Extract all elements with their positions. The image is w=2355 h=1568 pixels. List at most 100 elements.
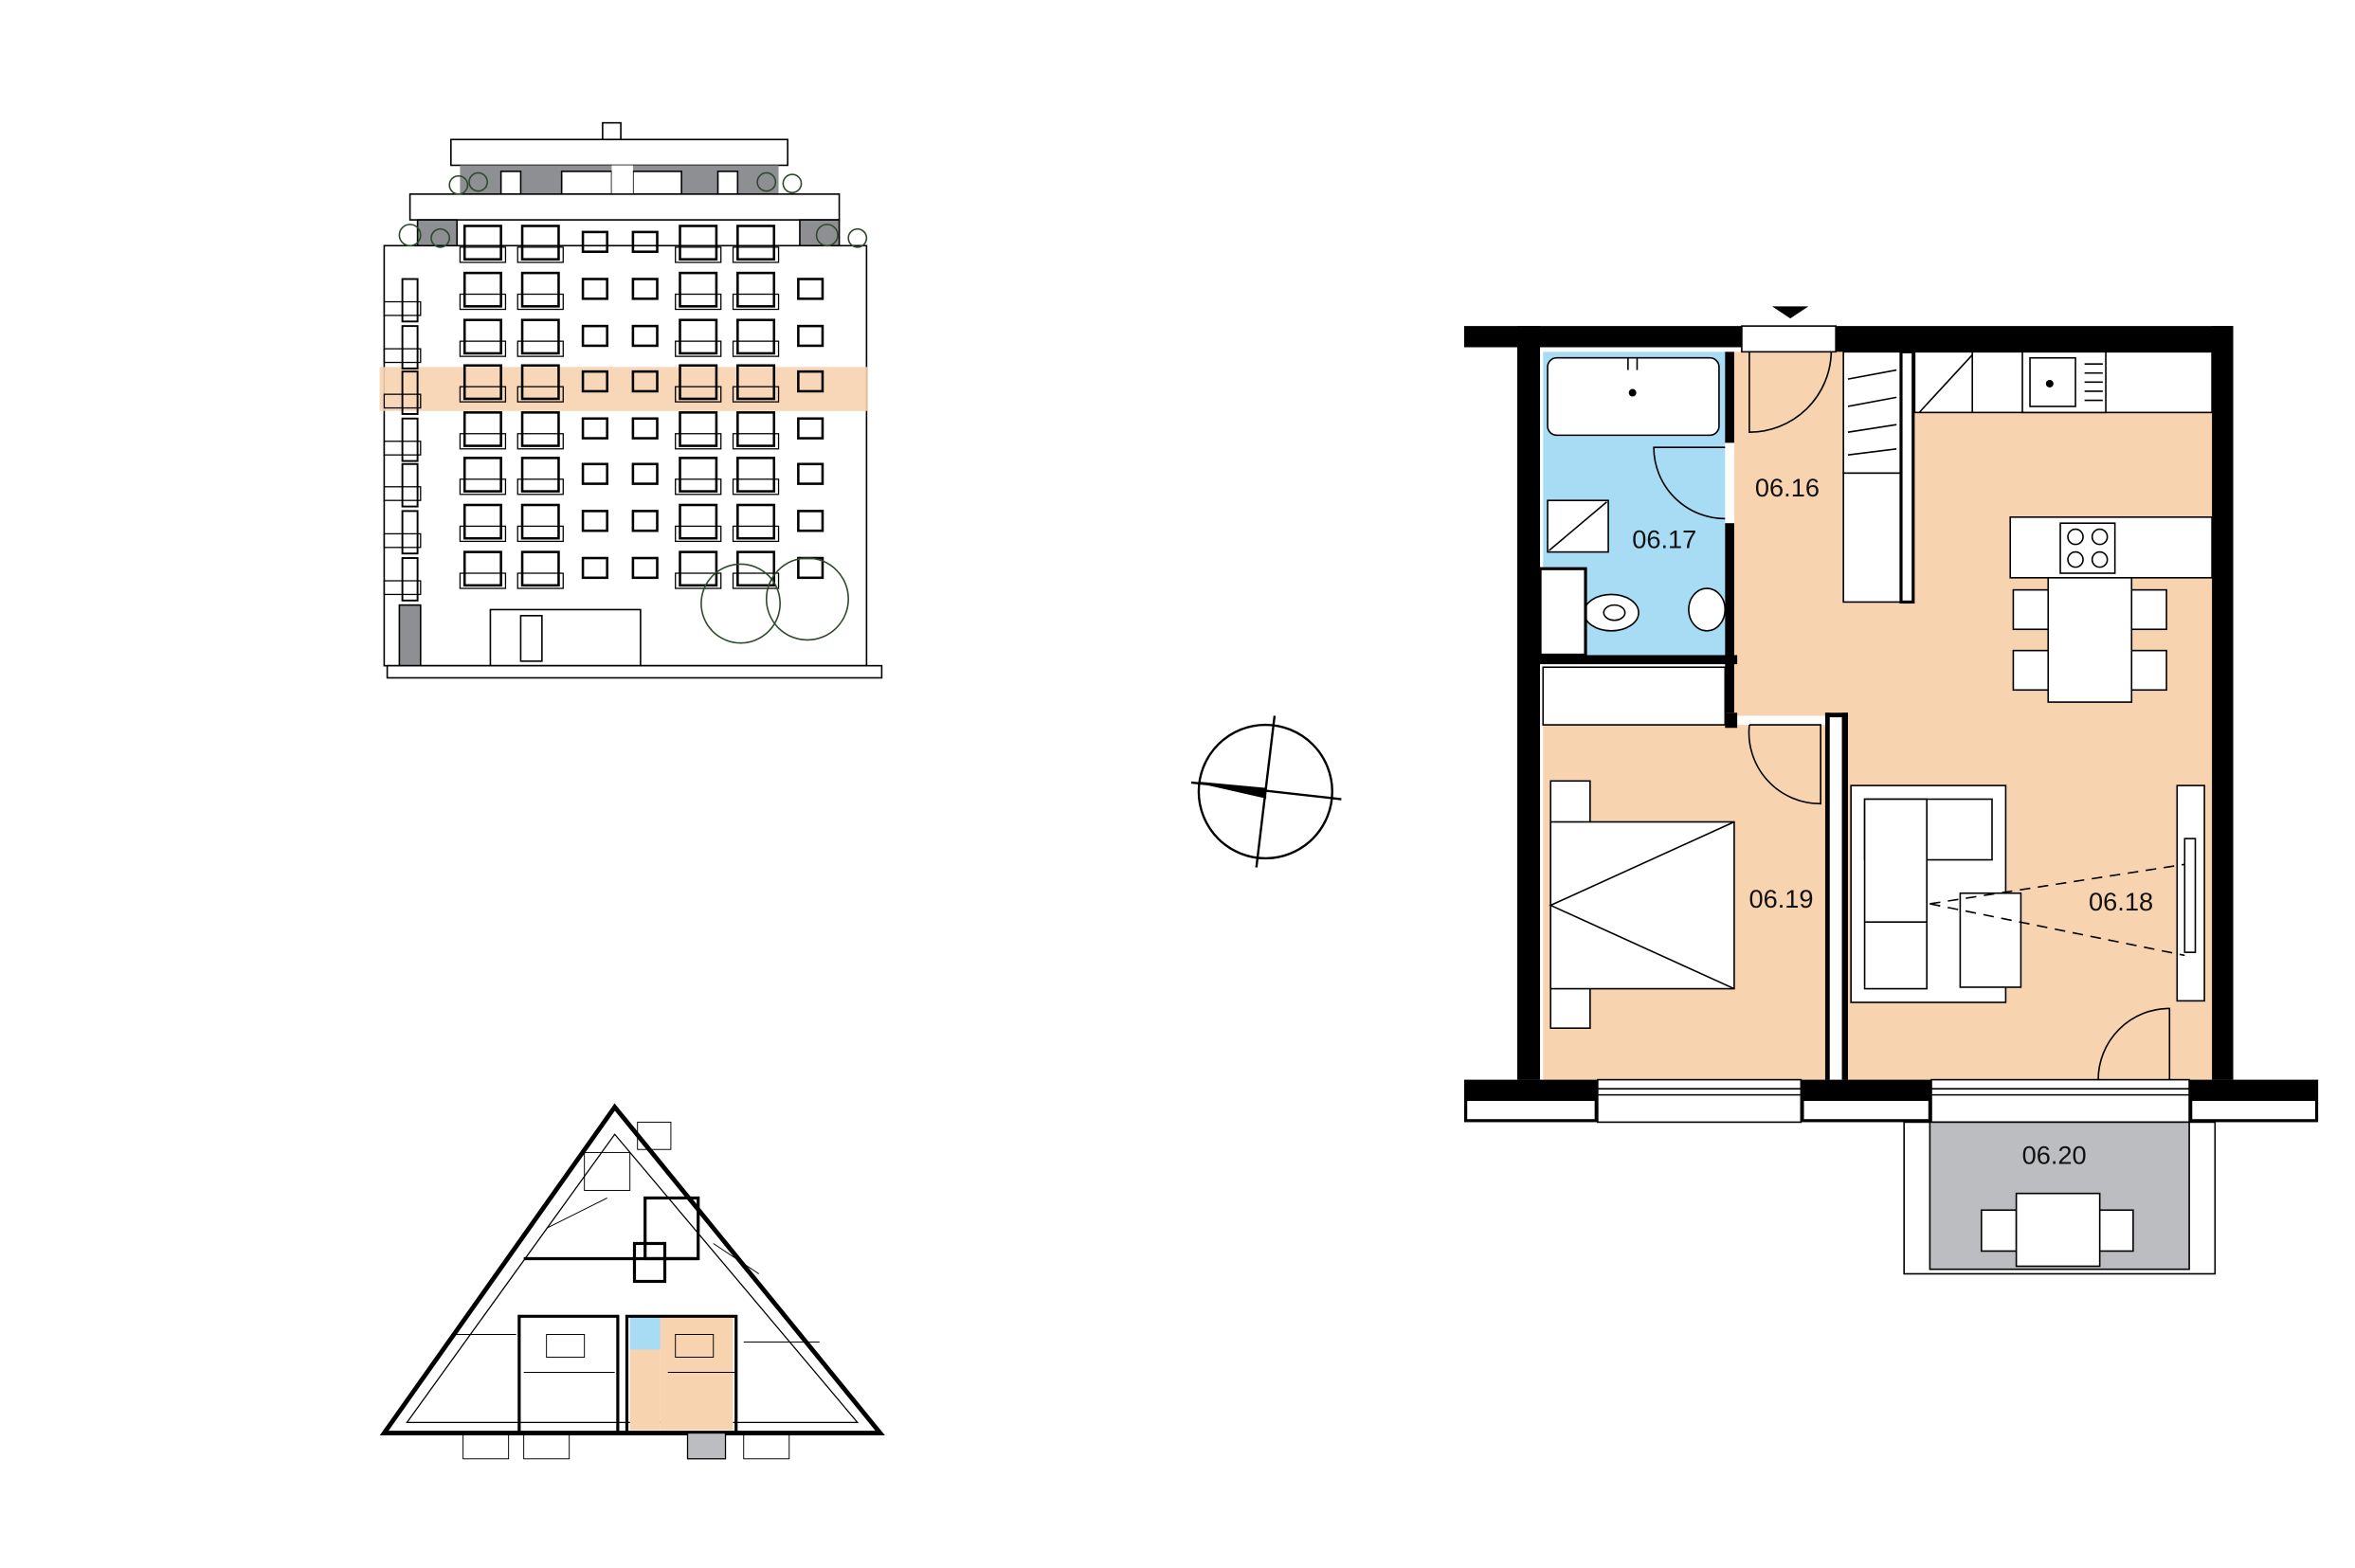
window — [736, 271, 776, 308]
room-label-06-16: 06.16 — [1755, 473, 1820, 502]
window — [631, 417, 659, 440]
window — [631, 230, 659, 253]
window — [732, 293, 780, 311]
window — [383, 441, 422, 456]
window — [679, 503, 718, 540]
window — [520, 318, 560, 355]
window — [581, 230, 608, 253]
window — [401, 370, 419, 415]
window — [679, 225, 718, 261]
window — [736, 550, 776, 587]
room-label-06-19: 06.19 — [1749, 884, 1814, 913]
window — [462, 271, 502, 308]
room-06-16-fill — [1733, 351, 1848, 716]
room-label-06-18: 06.18 — [2089, 887, 2153, 916]
window — [675, 246, 722, 263]
window — [679, 364, 718, 401]
window — [401, 510, 419, 555]
window — [732, 478, 780, 496]
window — [459, 478, 507, 496]
window — [520, 550, 560, 587]
window — [679, 318, 718, 355]
window — [736, 364, 776, 401]
window — [732, 433, 780, 450]
window — [516, 478, 564, 496]
window — [459, 293, 507, 311]
north-arrow-icon — [1190, 715, 1342, 868]
window — [462, 503, 502, 540]
window — [459, 340, 507, 357]
highlighted-floor-band — [379, 367, 868, 411]
window — [520, 364, 560, 401]
entrance-marker-icon — [1771, 306, 1809, 319]
window — [401, 278, 419, 323]
window — [520, 225, 560, 261]
window — [581, 462, 608, 485]
window — [462, 411, 502, 447]
window — [732, 525, 780, 543]
window — [675, 478, 722, 496]
window — [401, 462, 419, 508]
window — [383, 300, 422, 316]
window — [736, 411, 776, 447]
window — [383, 486, 422, 501]
window — [675, 572, 722, 589]
window — [581, 278, 608, 300]
window — [383, 348, 422, 364]
window — [459, 386, 507, 403]
window — [516, 433, 564, 450]
window — [679, 550, 718, 587]
building-elevation — [379, 121, 883, 679]
window — [797, 462, 824, 485]
window — [462, 457, 502, 493]
window — [516, 340, 564, 357]
building-key-plan — [379, 1103, 885, 1460]
window — [675, 525, 722, 543]
window — [581, 510, 608, 532]
window — [462, 364, 502, 401]
window — [462, 225, 502, 261]
window — [631, 462, 659, 485]
window — [520, 503, 560, 540]
window — [797, 510, 824, 532]
window — [797, 324, 824, 348]
window — [732, 246, 780, 263]
room-label-06-17: 06.17 — [1632, 525, 1696, 554]
window — [736, 225, 776, 261]
window — [401, 325, 419, 369]
window — [401, 417, 419, 462]
window — [797, 417, 824, 440]
window — [631, 278, 659, 300]
window — [631, 510, 659, 532]
window — [631, 369, 659, 393]
window — [581, 556, 608, 580]
window — [732, 386, 780, 403]
window — [516, 246, 564, 263]
window — [679, 411, 718, 447]
window — [383, 393, 422, 409]
window — [462, 550, 502, 587]
window — [675, 340, 722, 357]
room-label-06-20: 06.20 — [2022, 1140, 2087, 1169]
window — [520, 457, 560, 493]
window — [516, 525, 564, 543]
window — [581, 369, 608, 393]
window — [459, 433, 507, 450]
window — [462, 318, 502, 355]
window — [797, 278, 824, 300]
window — [679, 457, 718, 493]
window — [520, 271, 560, 308]
window — [736, 503, 776, 540]
window — [675, 293, 722, 311]
window — [797, 369, 824, 393]
window — [516, 572, 564, 589]
window — [631, 556, 659, 580]
window — [383, 580, 422, 596]
window — [679, 271, 718, 308]
window — [581, 417, 608, 440]
window — [520, 411, 560, 447]
window — [516, 293, 564, 311]
window — [675, 386, 722, 403]
window — [459, 246, 507, 263]
